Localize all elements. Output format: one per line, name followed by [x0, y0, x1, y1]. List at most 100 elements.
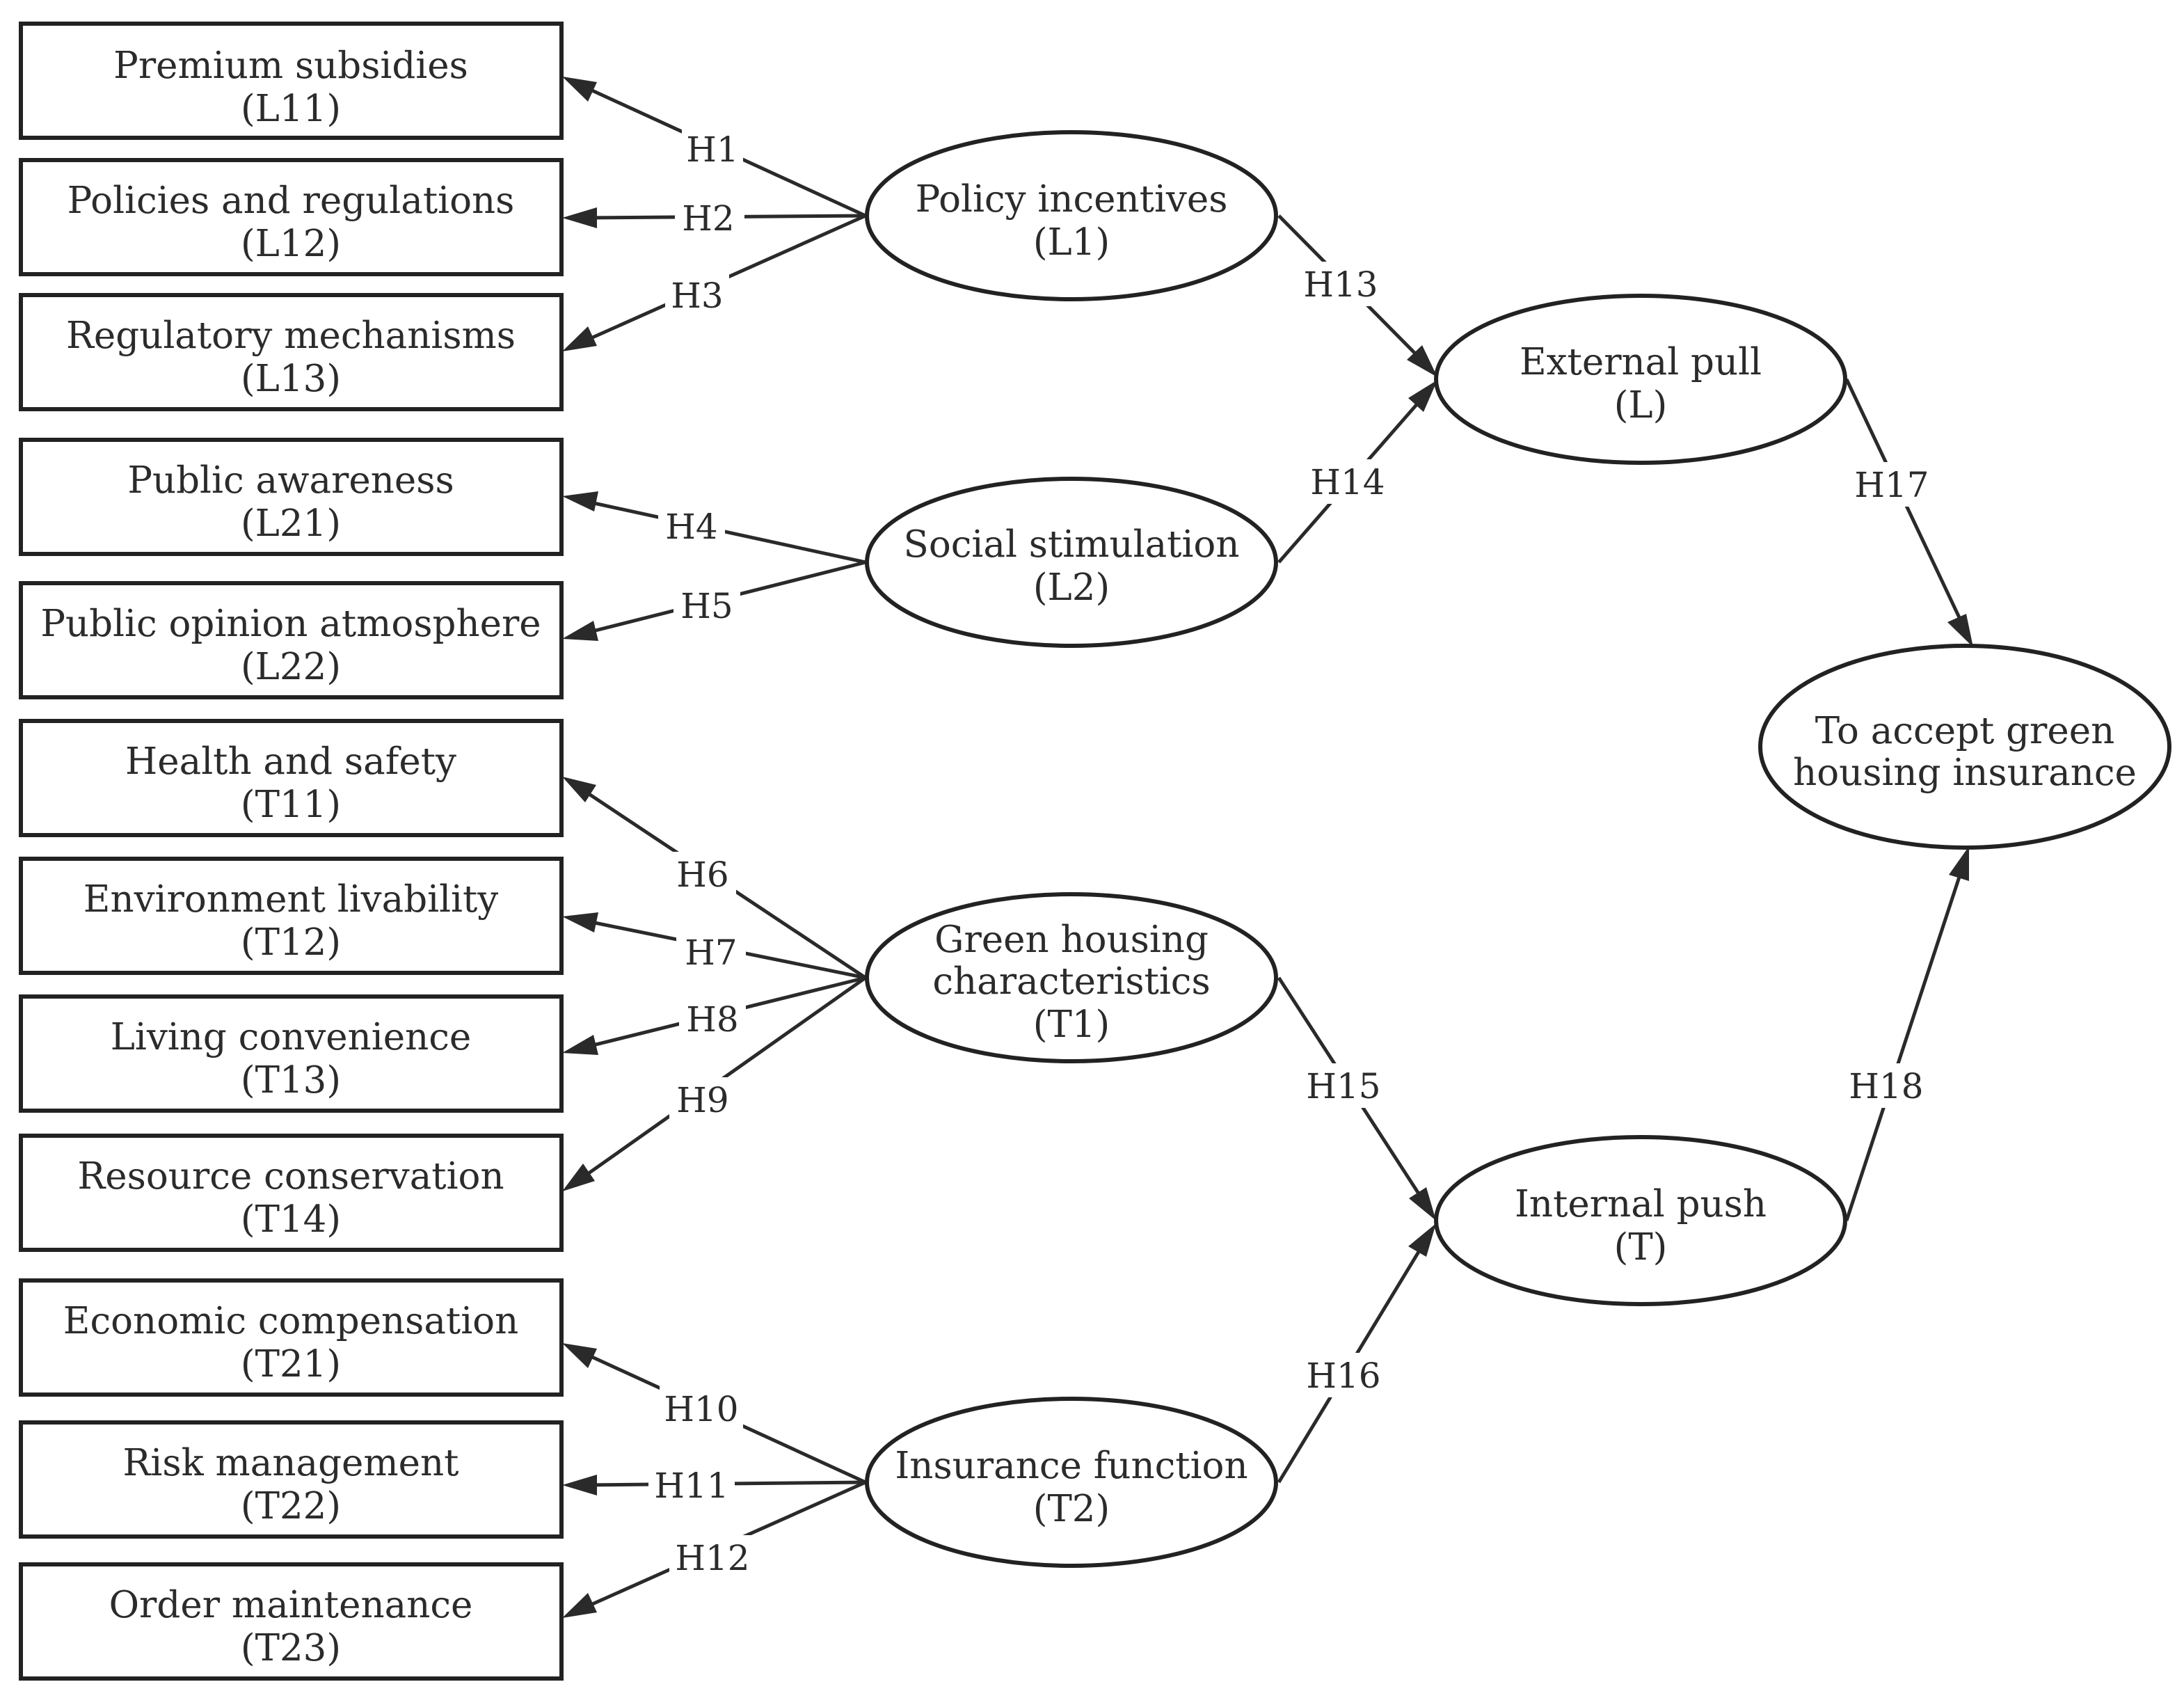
node-t13-label: Living convenience [111, 1016, 472, 1058]
node-t: Internal push (T) [1434, 1135, 1847, 1306]
node-l-label: External pull [1520, 341, 1762, 383]
edge-h14: H14 [1277, 380, 1437, 564]
node-t14-code: (T14) [241, 1198, 341, 1241]
node-t21-label: Economic compensation [63, 1300, 518, 1342]
edge-label-h8: H8 [686, 999, 738, 1040]
node-t1-label-line1: Green housing [934, 919, 1209, 961]
edges: H1 H2 H3 H4 H5 [562, 77, 1973, 1618]
edge-h9: H9 [562, 976, 867, 1191]
node-l22-code: (L22) [241, 646, 341, 688]
node-t14-label: Resource conservation [77, 1155, 504, 1198]
edge-label-h1: H1 [686, 129, 738, 170]
node-l1: Policy incentives (L1) [865, 130, 1278, 301]
edge-label-h4: H4 [665, 507, 717, 547]
node-t23-code: (T23) [241, 1627, 341, 1669]
node-t23-label: Order maintenance [109, 1584, 473, 1626]
node-t12-label: Environment livability [83, 878, 499, 921]
node-t2-code: (T2) [1033, 1488, 1110, 1530]
arrowhead-h16 [1408, 1223, 1436, 1257]
node-l1-label: Policy incentives [916, 178, 1228, 221]
edge-h13: H13 [1277, 214, 1437, 377]
arrowhead-h9 [562, 1164, 595, 1191]
node-t1-code: (T1) [1033, 1003, 1110, 1046]
node-t22-label: Risk management [123, 1442, 459, 1484]
indicator-nodes: Premium subsidies (L11) Policies and reg… [19, 22, 564, 1681]
edge-label-h6: H6 [676, 855, 728, 895]
arrowhead-h8 [562, 1035, 598, 1055]
arrowhead-h3 [562, 326, 597, 351]
edge-h12: H12 [562, 1480, 867, 1618]
node-t11-label: Health and safety [125, 740, 456, 783]
node-l22: Public opinion atmosphere (L22) [19, 581, 564, 699]
edge-label-h14: H14 [1310, 462, 1385, 502]
edge-label-h15: H15 [1306, 1066, 1380, 1106]
node-t23: Order maintenance (T23) [19, 1562, 564, 1681]
node-t22-code: (T22) [241, 1485, 341, 1528]
arrowhead-h5 [562, 621, 598, 641]
edge-label-h16: H16 [1306, 1356, 1380, 1396]
node-t14: Resource conservation (T14) [19, 1134, 564, 1252]
edge-label-h13: H13 [1303, 264, 1378, 305]
arrowhead-h12 [562, 1593, 597, 1618]
edge-h1: H1 [562, 77, 867, 218]
edge-h5: H5 [562, 560, 866, 641]
arrowhead-h7 [562, 912, 598, 933]
edge-h6: H6 [562, 777, 867, 980]
node-l11-code: (L11) [241, 88, 341, 130]
edge-label-h11: H11 [654, 1466, 728, 1506]
node-l12-code: (L12) [241, 223, 341, 265]
node-t-code: (T) [1614, 1226, 1668, 1269]
arrowhead-h10 [562, 1343, 597, 1368]
node-l11-label: Premium subsidies [113, 45, 468, 87]
arrowhead-h13 [1407, 345, 1437, 377]
node-t13: Living convenience (T13) [19, 994, 564, 1113]
edge-h3: H3 [562, 214, 867, 351]
node-t12: Environment livability (T12) [19, 857, 564, 975]
arrowhead-h15 [1409, 1187, 1436, 1221]
edge-label-h3: H3 [671, 276, 723, 316]
node-t-label: Internal push [1515, 1183, 1767, 1225]
node-t22: Risk management (T22) [19, 1420, 564, 1539]
node-l21-code: (L21) [241, 502, 341, 545]
node-l-code: (L) [1614, 384, 1668, 427]
node-t1-label-line2: characteristics [932, 960, 1210, 1003]
node-accept-label-line1: To accept green [1815, 710, 2115, 752]
edge-label-h17: H17 [1854, 465, 1929, 505]
node-l13-code: (L13) [241, 358, 341, 400]
arrowhead-h6 [562, 777, 596, 802]
node-l13: Regulatory mechanisms (L13) [19, 293, 564, 411]
node-t2: Insurance function (T2) [865, 1397, 1278, 1568]
edge-label-h9: H9 [676, 1080, 728, 1120]
node-t2-label: Insurance function [895, 1445, 1248, 1487]
node-l2: Social stimulation (L2) [865, 477, 1278, 648]
node-l11: Premium subsidies (L11) [19, 22, 564, 140]
node-l2-label: Social stimulation [904, 523, 1240, 566]
arrowhead-h4 [562, 491, 598, 511]
edge-label-h10: H10 [664, 1389, 738, 1429]
node-l1-code: (L1) [1033, 221, 1110, 264]
node-accept-label-line2: housing insurance [1793, 752, 2137, 794]
edge-label-h12: H12 [675, 1538, 749, 1578]
edge-label-h5: H5 [680, 586, 733, 626]
node-t13-code: (T13) [241, 1059, 341, 1102]
edge-h18: H18 [1844, 846, 1969, 1221]
arrowhead-h1 [562, 77, 597, 102]
node-t21-code: (T21) [241, 1343, 341, 1386]
node-l: External pull (L) [1434, 294, 1847, 465]
node-t12-code: (T12) [241, 921, 341, 964]
edge-h8: H8 [562, 976, 866, 1055]
arrowhead-h2 [562, 207, 597, 228]
node-l12-label: Policies and regulations [67, 180, 515, 222]
arrowhead-h17 [1947, 614, 1973, 647]
edge-h10: H10 [562, 1343, 867, 1484]
node-l21: Public awareness (L21) [19, 438, 564, 556]
edge-h2: H2 [562, 196, 866, 239]
edge-h17: H17 [1844, 378, 1973, 647]
edge-label-h7: H7 [685, 933, 737, 973]
node-t21: Economic compensation (T21) [19, 1278, 564, 1397]
node-t11: Health and safety (T11) [19, 719, 564, 837]
arrowhead-h11 [562, 1475, 597, 1495]
construct-nodes: Policy incentives (L1) Social stimulatio… [865, 130, 2171, 1568]
edge-label-h18: H18 [1849, 1066, 1923, 1106]
